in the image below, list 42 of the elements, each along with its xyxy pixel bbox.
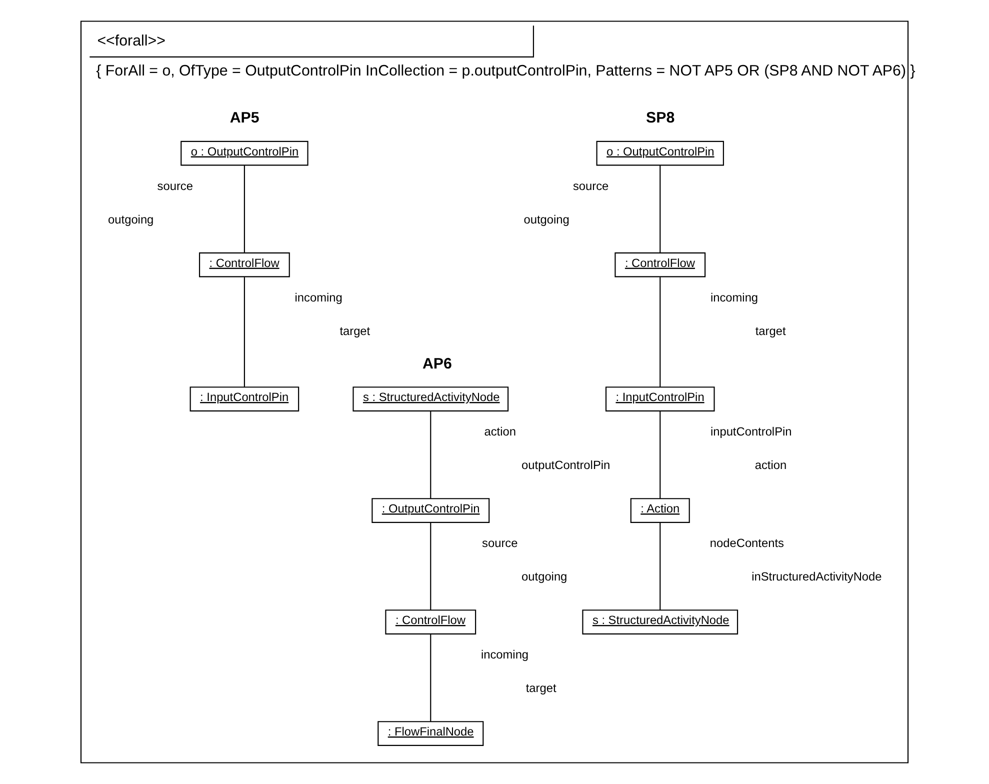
node-box: o : OutputControlPin [180, 140, 308, 166]
label: nodeContents [710, 536, 784, 550]
label: action [754, 458, 787, 472]
label: outgoing [524, 212, 570, 226]
label: inStructuredActivityNode [752, 570, 882, 584]
label: target [755, 324, 786, 338]
connector [660, 522, 661, 610]
node-box: : ControlFlow [614, 252, 706, 278]
label: outputControlPin [522, 458, 610, 472]
connector [244, 165, 245, 253]
node-box: o : OutputControlPin [596, 140, 724, 166]
node-box: : Action [630, 498, 690, 523]
node-box: : OutputControlPin [372, 498, 490, 523]
label: target [526, 681, 556, 696]
label: SP8 [646, 110, 675, 127]
connector [430, 522, 432, 610]
connector [244, 277, 245, 388]
label: target [340, 324, 370, 338]
node-box: : ControlFlow [385, 610, 476, 634]
label: outgoing [522, 570, 568, 584]
node-box: : InputControlPin [190, 386, 300, 412]
label: incoming [710, 290, 758, 304]
label: source [482, 536, 518, 550]
node-box: s : StructuredActivityNode [352, 386, 509, 412]
node-box: : ControlFlow [198, 252, 290, 278]
label: incoming [480, 648, 529, 662]
label: AP6 [422, 355, 452, 372]
label: AP5 [230, 110, 260, 127]
connector [660, 165, 661, 253]
connector [660, 411, 661, 499]
label: outgoing [108, 212, 154, 226]
label: incoming [294, 290, 342, 304]
label: source [157, 178, 194, 193]
node-box: s : StructuredActivityNode [582, 610, 738, 634]
connector [430, 634, 432, 722]
label: inputControlPin [710, 424, 792, 439]
label: source [572, 178, 609, 193]
node-box: : InputControlPin [605, 386, 715, 412]
node-box: : FlowFinalNode [378, 721, 484, 746]
label: action [484, 424, 516, 439]
connector [660, 277, 661, 388]
connector [430, 411, 432, 499]
